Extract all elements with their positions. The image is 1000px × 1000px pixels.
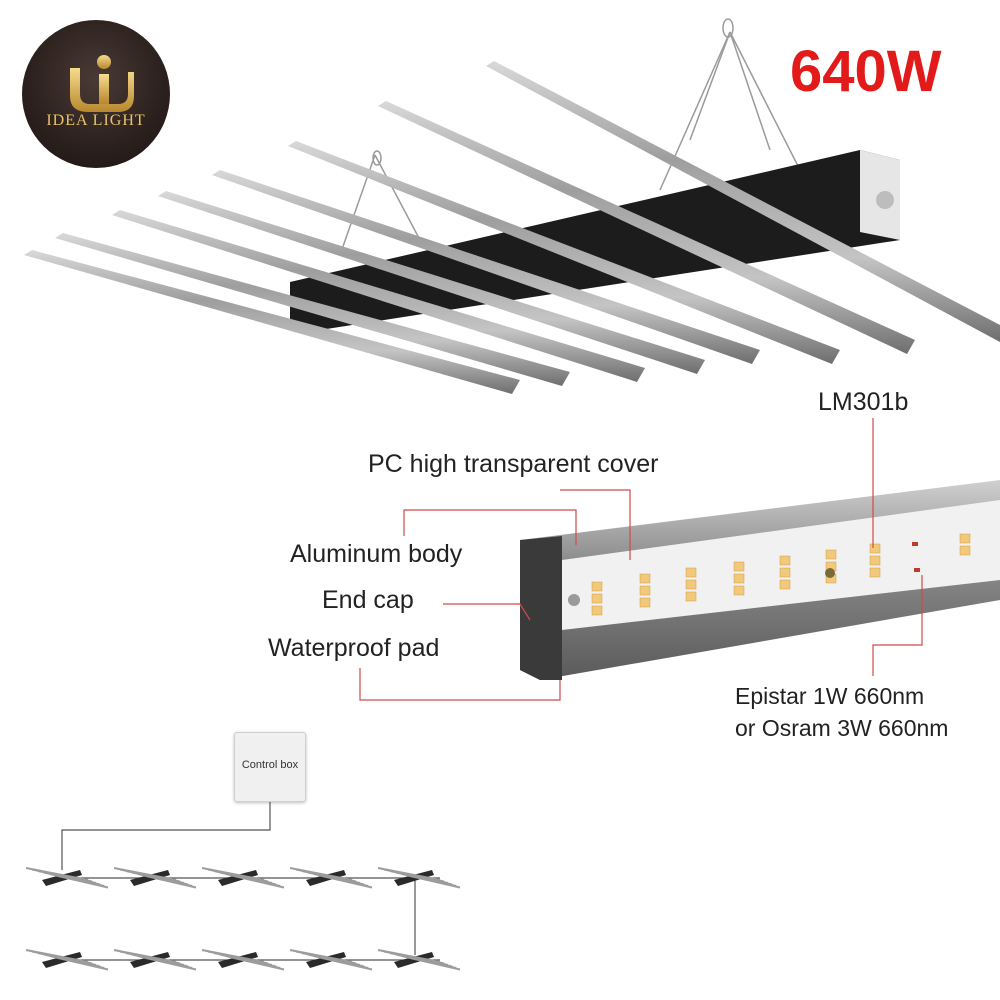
callout-epistar-line2: or Osram 3W 660nm [735, 715, 949, 741]
daisy-chain-wiring-diagram [25, 802, 461, 971]
mini-fixtures [25, 867, 461, 971]
mini-fixture [113, 949, 197, 971]
wiring-lines [61, 802, 440, 961]
callout-pc-cover: PC high transparent cover [368, 450, 659, 478]
callout-waterproof-pad: Waterproof pad [268, 634, 440, 662]
mini-fixture [377, 867, 461, 889]
logo-text: IDEA LIGHT [46, 112, 146, 129]
callout-lines [359, 418, 923, 701]
callout-epistar: Epistar 1W 660nm or Osram 3W 660nm [735, 680, 948, 744]
wattage-title: 640W [790, 39, 942, 104]
grow-light-fixture-illustration [24, 18, 1000, 394]
control-box: Control box [234, 732, 306, 802]
mini-fixture [25, 949, 109, 971]
mini-fixture [201, 949, 285, 971]
mini-fixture [289, 949, 373, 971]
mini-fixture [113, 867, 197, 889]
brand-logo: IDEA LIGHT [22, 20, 170, 168]
mini-fixture [25, 867, 109, 889]
idea-light-logo-icon [70, 55, 134, 112]
mini-fixture [201, 867, 285, 889]
callout-lm301b: LM301b [818, 388, 909, 416]
bar-closeup-illustration [520, 480, 1000, 680]
mini-fixture [377, 949, 461, 971]
mini-fixture [289, 867, 373, 889]
callout-end-cap: End cap [322, 586, 414, 614]
callout-epistar-line1: Epistar 1W 660nm [735, 683, 925, 709]
light-bars [24, 61, 1000, 394]
callout-aluminum-body: Aluminum body [290, 540, 463, 568]
